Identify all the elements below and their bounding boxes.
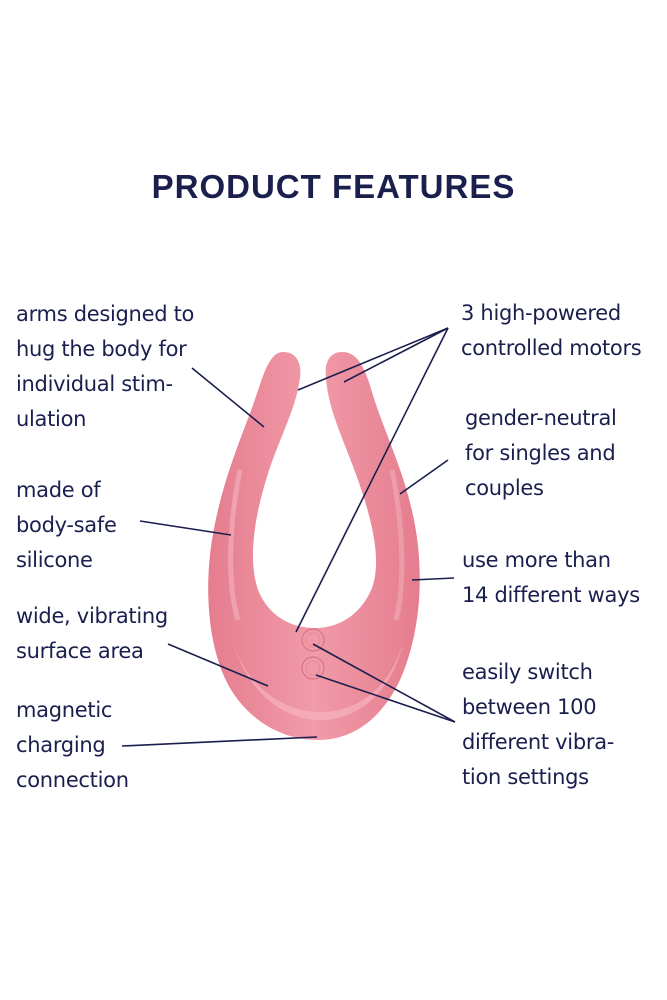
control-buttons (301, 628, 325, 680)
feature-line: arms designed to (16, 302, 195, 326)
feature-line: silicone (16, 548, 93, 572)
feature-line: surface area (16, 639, 144, 663)
feature-line: body-safe (16, 513, 117, 537)
feature-line: easily switch (462, 660, 593, 684)
feature-line: charging (16, 733, 106, 757)
product-body (208, 352, 420, 740)
callout-surface (167, 643, 269, 687)
callout-ways (411, 577, 455, 581)
feature-surface: wide, vibrating surface area (16, 599, 168, 669)
feature-line: for singles and (465, 441, 616, 465)
callout-motors-3 (295, 327, 449, 633)
feature-line: ulation (16, 407, 87, 431)
callout-silicone (139, 520, 232, 536)
callout-charging (121, 736, 318, 747)
feature-charging: magnetic charging connection (16, 693, 129, 798)
feature-ways: use more than 14 different ways (462, 543, 640, 613)
feature-line: hug the body for (16, 337, 187, 361)
feature-line: different vibra- (462, 730, 615, 754)
feature-line: 3 high-powered (461, 301, 621, 325)
feature-line: controlled motors (461, 336, 642, 360)
feature-settings: easily switch between 100 different vibr… (462, 655, 614, 795)
callout-lines (121, 327, 456, 747)
feature-line: wide, vibrating (16, 604, 168, 628)
feature-line: 14 different ways (462, 583, 640, 607)
feature-line: magnetic (16, 698, 113, 722)
callout-settings-2 (315, 674, 456, 723)
feature-arms: arms designed to hug the body for indivi… (16, 297, 194, 437)
button-bottom-icon (301, 656, 325, 680)
feature-line: between 100 (462, 695, 597, 719)
feature-line: made of (16, 478, 101, 502)
button-top-icon (301, 628, 325, 652)
feature-line: use more than (462, 548, 611, 572)
feature-motors: 3 high-powered controlled motors (461, 296, 642, 366)
feature-silicone: made of body-safe silicone (16, 473, 117, 578)
feature-line: individual stim- (16, 372, 173, 396)
feature-line: couples (465, 476, 544, 500)
page-title: PRODUCT FEATURES (151, 168, 516, 205)
feature-gender: gender-neutral for singles and couples (465, 401, 617, 506)
feature-line: tion settings (462, 765, 589, 789)
callout-motors-1 (297, 327, 449, 391)
callout-gender (399, 459, 449, 495)
callout-arms (191, 367, 265, 428)
feature-line: gender-neutral (465, 406, 617, 430)
callout-settings-1 (312, 643, 456, 723)
callout-motors-2 (343, 327, 449, 383)
feature-line: connection (16, 768, 129, 792)
